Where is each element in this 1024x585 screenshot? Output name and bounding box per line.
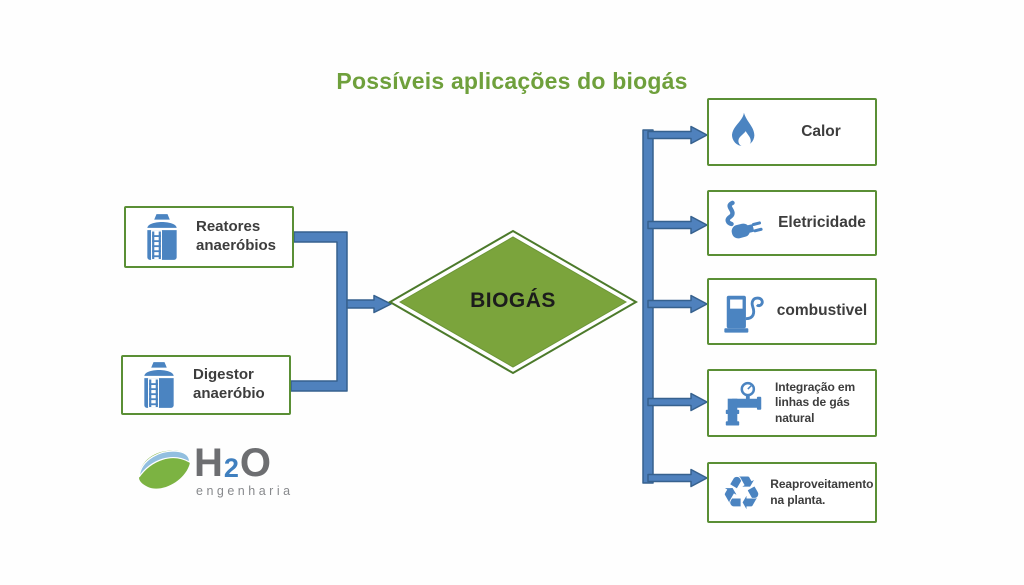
- app-box-electricity: Eletricidade: [707, 190, 877, 256]
- source-label-digester: Digestor anaeróbio: [193, 366, 265, 402]
- source-label-reactors: Reatores anaeróbios: [196, 218, 277, 254]
- app-box-gas-grid: Integração em linhas de gás natural: [707, 369, 877, 437]
- source-box-digester: Digestor anaeróbio: [121, 355, 291, 415]
- fuel-pump-icon: [721, 289, 767, 335]
- left-bracket-connector: [290, 231, 392, 392]
- app-label-electricity: Eletricidade: [778, 213, 866, 231]
- app-label-reuse: Reaproveitamento na planta.: [770, 476, 874, 507]
- anaerobic-digester-silo-icon: [137, 360, 181, 410]
- anaerobic-reactor-silo-icon: [140, 212, 184, 262]
- biogas-diamond-label: BIOGÁS: [470, 289, 556, 312]
- logo-letter-o: O: [239, 441, 272, 485]
- electric-plug-icon: [721, 200, 767, 246]
- diagram-title: Possíveis aplicações do biogás: [336, 68, 688, 94]
- source-box-reactors: Reatores anaeróbios: [124, 206, 294, 268]
- logo-subtitle: engenharia: [196, 484, 294, 498]
- app-label-fuel: combustivel: [776, 302, 868, 320]
- app-box-heat: Calor: [707, 98, 877, 166]
- app-label-heat: Calor: [801, 122, 841, 140]
- right-branch-connector: [642, 125, 708, 488]
- recycle-icon: ♻: [721, 465, 763, 520]
- app-box-reuse: ♻ Reaproveitamento na planta.: [707, 462, 877, 523]
- biogas-diamond: [387, 229, 639, 375]
- flame-icon: [721, 110, 765, 154]
- gas-pipeline-gauge-icon: [721, 380, 767, 426]
- logo-letter-2: 2: [223, 453, 239, 483]
- app-box-fuel: combustivel: [707, 278, 877, 345]
- logo-letter-h: H: [194, 441, 223, 485]
- app-label-gas-grid: Integração em linhas de gás natural: [775, 379, 856, 425]
- leaf-icon: [136, 444, 192, 494]
